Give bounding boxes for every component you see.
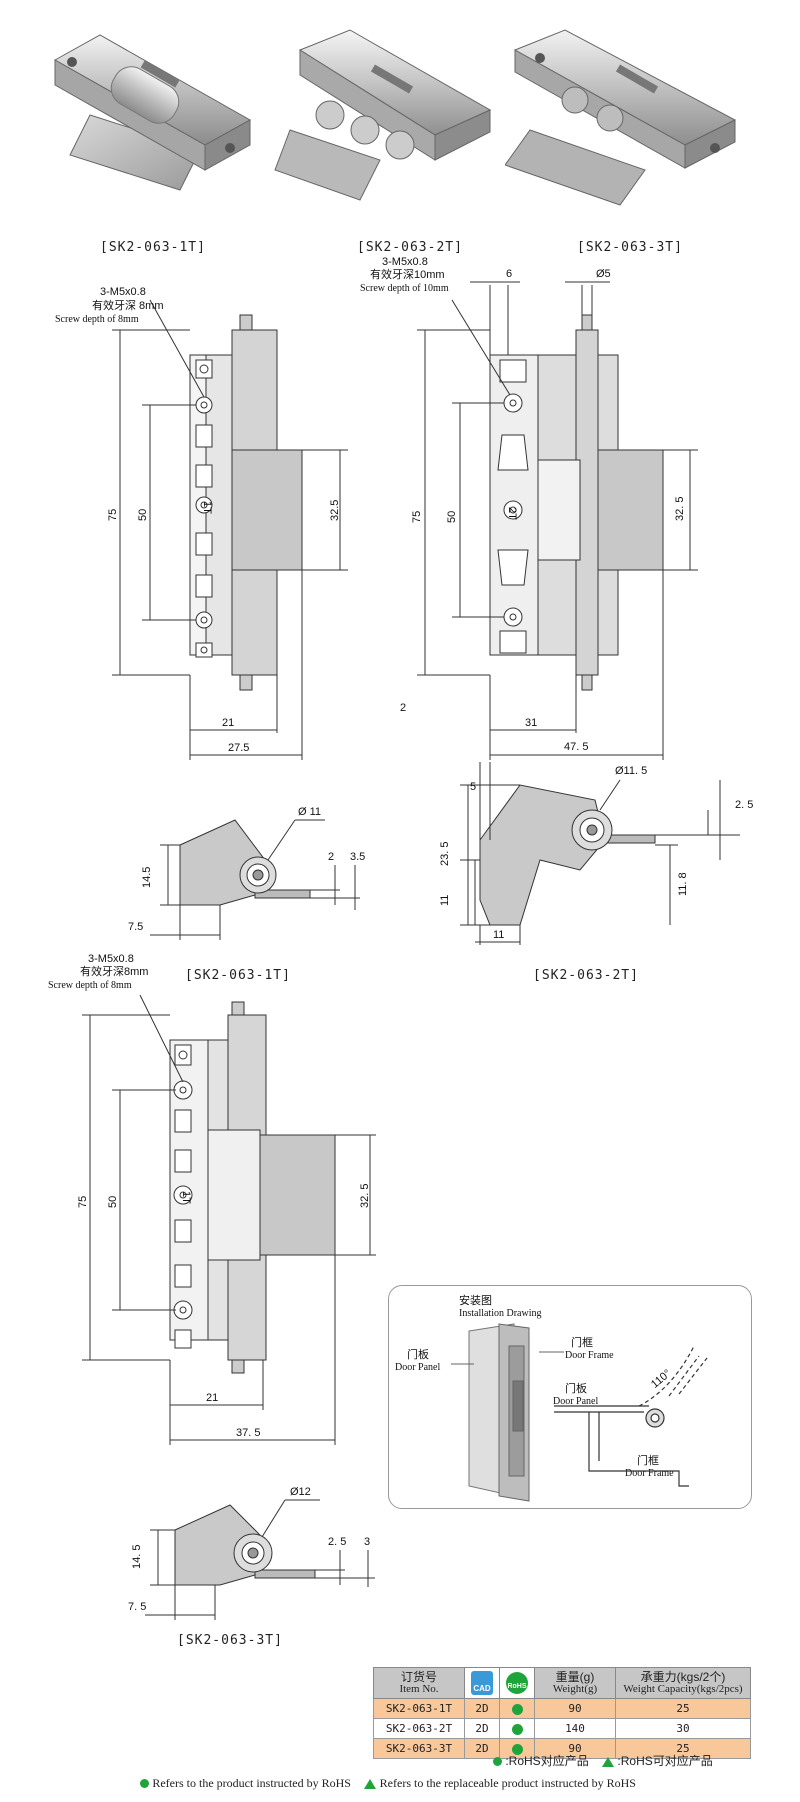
svg-text:3.5: 3.5 (350, 851, 365, 863)
svg-text:50: 50 (446, 511, 458, 523)
svg-text:21: 21 (222, 717, 234, 729)
svg-text:门框: 门框 (637, 1453, 659, 1467)
svg-text:门板: 门板 (407, 1347, 429, 1361)
svg-text:2T: 2T (506, 507, 518, 520)
svg-text:75: 75 (107, 509, 119, 521)
header-capacity: 承重力(kgs/2个) Weight Capacity(kgs/2pcs) (615, 1667, 751, 1699)
svg-text:31: 31 (525, 717, 537, 729)
header-cad: CAD (464, 1667, 500, 1699)
caption-side-3t: [SK2-063-3T] (177, 1633, 283, 1648)
svg-text:50: 50 (107, 1196, 119, 1208)
svg-text:有效牙深8mm: 有效牙深8mm (80, 964, 148, 978)
svg-text:1T: 1T (201, 501, 213, 514)
svg-text:3: 3 (364, 1536, 370, 1548)
header-weight: 重量(g) Weight(g) (534, 1667, 616, 1699)
svg-text:75: 75 (77, 1196, 89, 1208)
drawing-2t-side-labels: 5 2. 5 (440, 780, 790, 820)
svg-text:11: 11 (493, 929, 504, 941)
drawing-3t-side: Ø12 14. 5 2. 5 3 7. 5 (110, 1475, 410, 1640)
photo-sk2-063-2t (270, 20, 510, 210)
svg-text:Screw depth of 8mm: Screw depth of 8mm (48, 980, 132, 991)
svg-text:2: 2 (400, 702, 406, 714)
svg-text:32. 5: 32. 5 (674, 497, 686, 521)
svg-text:6: 6 (506, 268, 512, 280)
rohs-dot-icon (493, 1757, 502, 1767)
svg-text:5: 5 (470, 781, 476, 793)
rohs-triangle-icon (364, 1778, 377, 1789)
spec-table: 订货号 Item No. CAD RoHS 重量(g) Weight(g) 承重… (373, 1667, 751, 1759)
legend: Refers to the product instructed by RoHS… (140, 1776, 636, 1791)
svg-text:2. 5: 2. 5 (735, 799, 753, 811)
table-notes: :RoHS对应产品 :RoHS可对应产品 (493, 1752, 713, 1769)
svg-text:7.5: 7.5 (128, 921, 143, 933)
svg-text:37. 5: 37. 5 (236, 1427, 260, 1439)
svg-text:有效牙深10mm: 有效牙深10mm (370, 267, 445, 281)
svg-text:Door Panel: Door Panel (553, 1396, 598, 1407)
drawing-2t-labels: 6 Ø5 3-M5x0.8 有效牙深10mm Screw depth of 10… (360, 255, 780, 775)
caption-3t: [SK2-063-3T] (577, 240, 683, 255)
rohs-dot-icon (511, 1703, 523, 1715)
drawing-1t-front: 3-M5x0.8 有效牙深 8mm Screw depth of 8mm 75 … (0, 285, 360, 775)
rohs-triangle-icon (602, 1756, 615, 1767)
table-row: SK2-063-3T 2D 90 25 (373, 1738, 751, 1759)
svg-text:安装图: 安装图 (459, 1293, 492, 1307)
svg-text:门板: 门板 (565, 1381, 587, 1395)
drawing-2t-side: Ø11. 5 5 23. 5 11 11. 8 11 (420, 760, 790, 960)
svg-text:门框: 门框 (571, 1335, 593, 1349)
svg-text:75: 75 (411, 511, 423, 523)
svg-text:14.5: 14.5 (141, 867, 153, 888)
svg-text:Door Frame: Door Frame (625, 1468, 674, 1479)
svg-text:7. 5: 7. 5 (128, 1601, 146, 1613)
svg-text:3-M5x0.8: 3-M5x0.8 (100, 286, 146, 298)
rohs-dot-icon (140, 1779, 149, 1789)
drawing-2t-front: 6 (360, 285, 780, 775)
svg-text:Door Frame: Door Frame (565, 1350, 614, 1361)
svg-text:1T: 1T (180, 1191, 192, 1204)
installation-drawing: 安装图 Installation Drawing 门板 Door Panel 门… (388, 1285, 752, 1509)
rohs-icon: RoHS (506, 1672, 528, 1694)
svg-text:3-M5x0.8: 3-M5x0.8 (382, 256, 428, 268)
svg-text:2. 5: 2. 5 (328, 1536, 346, 1548)
caption-2t: [SK2-063-2T] (357, 240, 463, 255)
svg-text:47. 5: 47. 5 (564, 741, 588, 753)
svg-text:Screw depth of 8mm: Screw depth of 8mm (55, 314, 139, 325)
svg-text:3-M5x0.8: 3-M5x0.8 (88, 953, 134, 965)
svg-text:110°: 110° (649, 1367, 674, 1390)
svg-text:32. 5: 32. 5 (359, 1184, 371, 1208)
rohs-dot-icon (511, 1743, 523, 1755)
caption-side-2t: [SK2-063-2T] (533, 968, 639, 983)
header-item: 订货号 Item No. (373, 1667, 465, 1699)
drawing-3t-front-labels: 3-M5x0.8 有效牙深8mm Screw depth of 8mm (40, 950, 240, 1000)
svg-text:11: 11 (439, 895, 451, 906)
svg-text:21: 21 (206, 1392, 218, 1404)
caption-side-1t: [SK2-063-1T] (185, 968, 291, 983)
svg-text:Ø 11: Ø 11 (298, 806, 321, 818)
svg-text:50: 50 (137, 509, 149, 521)
table-row: SK2-063-2T 2D 140 30 (373, 1718, 751, 1739)
svg-text:Screw depth of 10mm: Screw depth of 10mm (360, 283, 449, 294)
photo-sk2-063-1t (40, 20, 280, 210)
caption-1t: [SK2-063-1T] (100, 240, 206, 255)
photo-sk2-063-3t (504, 20, 750, 210)
svg-text:Installation Drawing: Installation Drawing (459, 1308, 541, 1319)
svg-text:23. 5: 23. 5 (439, 842, 451, 866)
svg-text:有效牙深 8mm: 有效牙深 8mm (92, 298, 164, 312)
svg-text:32.5: 32.5 (329, 500, 341, 521)
cad-icon: CAD (471, 1671, 493, 1695)
table-row: SK2-063-1T 2D 90 25 (373, 1698, 751, 1719)
rohs-dot-icon (511, 1723, 523, 1735)
svg-text:11. 8: 11. 8 (677, 872, 689, 896)
svg-text:Ø11. 5: Ø11. 5 (615, 765, 647, 777)
drawing-3t-front: 3-M5x0.8 75 50 32. 5 21 37. 5 1T (0, 980, 380, 1460)
svg-text:2: 2 (328, 851, 334, 863)
svg-text:27.5: 27.5 (228, 742, 249, 754)
drawing-1t-side: Ø 11 14.5 2 3.5 7.5 (110, 790, 400, 965)
svg-text:Ø5: Ø5 (596, 268, 611, 280)
header-rohs: RoHS (499, 1667, 535, 1699)
svg-text:Ø12: Ø12 (290, 1486, 311, 1498)
svg-text:14. 5: 14. 5 (131, 1545, 143, 1569)
svg-text:Door Panel: Door Panel (395, 1362, 440, 1373)
